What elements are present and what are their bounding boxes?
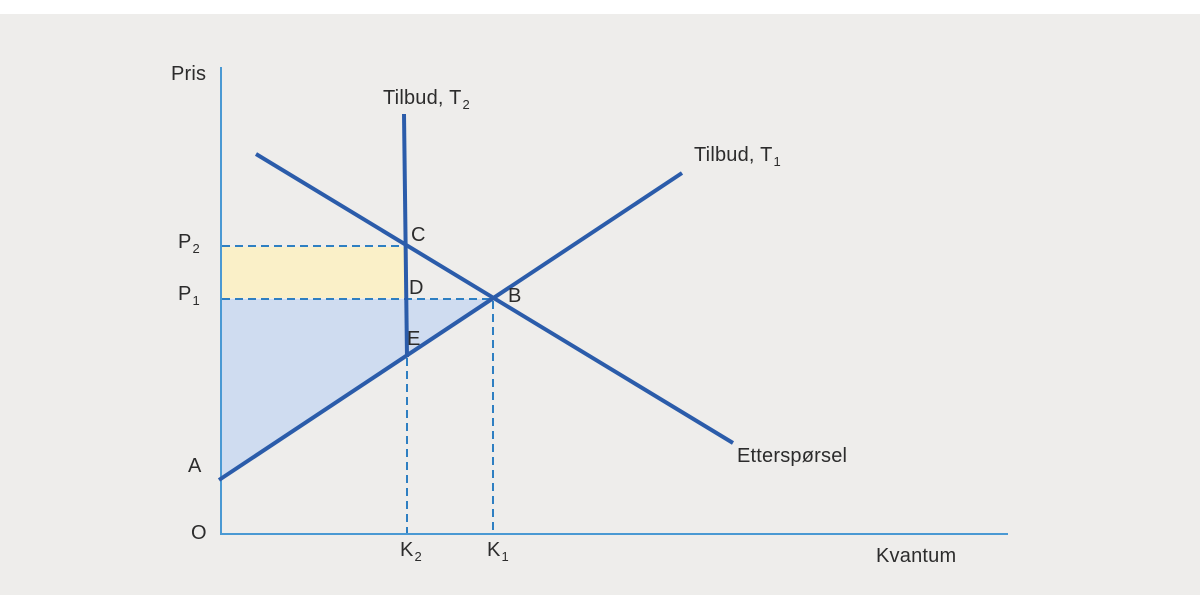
price-p2-label: P2 [178,230,200,256]
tilbud-t2-curve [402,113,409,358]
point-d-label: D [409,277,424,299]
y-axis-title: Pris [171,63,207,85]
point-a-label: A [188,455,202,477]
etterspoersel-curve [254,152,735,445]
price-p2-label-text: P [178,231,192,253]
price-p1-label-sub: 1 [192,293,200,308]
tilbud-t1-curve [217,171,684,482]
quantity-k2-label-text: K [400,539,414,561]
quantity-k1-label: K1 [487,538,509,564]
price-p2-label-sub: 2 [192,241,200,256]
quantity-k1-label-text: K [487,539,501,561]
point-c-label: C [411,224,426,246]
point-b-label: B [508,285,522,307]
supply2-curve-label-text: Tilbud, T [383,87,462,109]
quantity-k2-label: K2 [400,538,422,564]
supply1-curve-label-sub: 1 [773,154,781,169]
supply1-curve-label-text: Tilbud, T [694,144,773,166]
price-p1-label-text: P [178,283,192,305]
chart-panel [0,14,1200,595]
price-p1-label: P1 [178,282,200,308]
supply1-curve-label: Tilbud, T1 [694,143,781,169]
quantity-k2-label-sub: 2 [414,549,422,564]
quantity-k1-label-sub: 1 [501,549,509,564]
price-rise-rectangle-region [222,247,404,298]
point-e-label: E [407,328,421,350]
supply2-curve-label: Tilbud, T2 [383,86,470,112]
supply2-curve-label-sub: 2 [462,97,470,112]
origin-label: O [191,522,207,544]
axes-lines [220,67,1008,535]
x-axis-title: Kvantum [876,545,957,567]
demand-curve-label: Etterspørsel [737,445,848,467]
